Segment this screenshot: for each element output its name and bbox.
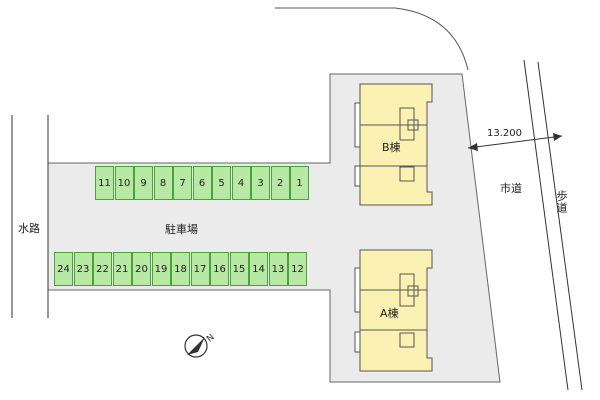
parking-stall: 24 [54,252,73,286]
north-arrow-icon: N [184,333,217,358]
parking-stall: 1 [290,166,309,200]
parking-stall: 11 [95,166,114,200]
parking-stall: 3 [251,166,270,200]
sidewalk-line-2 [537,61,583,391]
parking-stall: 10 [114,166,134,200]
parking-label: 駐車場 [165,223,198,236]
parking-stall: 8 [153,166,173,200]
parking-stall: 4 [231,166,251,200]
parking-stall: 9 [134,166,153,200]
building-a [354,249,433,372]
site-area [47,73,501,383]
parking-stall: 5 [212,166,231,200]
parking-stall: 17 [190,252,210,286]
city-road-label: 市道 [500,182,522,195]
road-width-label: 13.200 [487,128,522,139]
parking-stall: 19 [151,252,171,286]
parking-stall: 21 [112,252,132,286]
parking-stall: 15 [229,252,249,286]
sidewalk-line-1 [523,59,569,391]
parking-stall: 18 [171,252,190,286]
parking-stall: 16 [210,252,229,286]
parking-stall: 22 [93,252,112,286]
dimension-arrow-right [553,133,562,141]
road-width-dimension [467,135,563,149]
dimension-arrow-left [468,143,478,151]
parking-stall: 13 [268,252,288,286]
building-b [354,83,433,206]
north-symbol: N [205,333,217,345]
parking-stall: 7 [173,166,192,200]
waterway-label: 水路 [18,222,40,235]
property-boundary-curve [275,7,469,71]
parking-stall: 20 [132,252,151,286]
parking-stall: 12 [288,252,307,286]
parking-stall: 14 [249,252,268,286]
building-a-label: A棟 [380,307,399,320]
parking-stall: 2 [270,166,290,200]
parking-stall: 23 [73,252,93,286]
parking-stall: 6 [192,166,212,200]
building-b-label: B棟 [382,141,401,154]
sidewalk-label: 歩道 [555,190,568,214]
